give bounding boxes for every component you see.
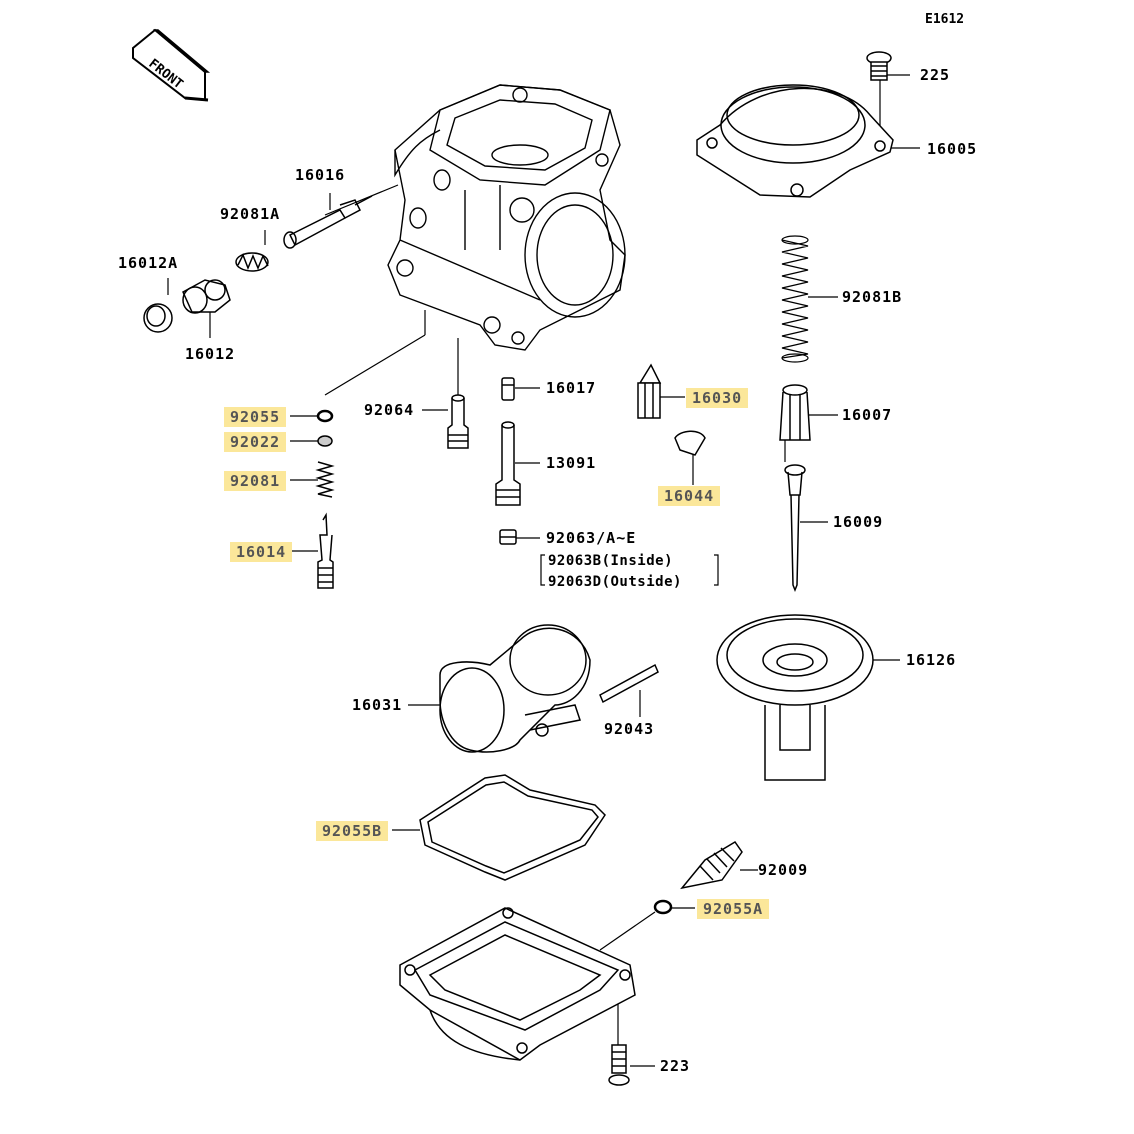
spring-92081-icon (315, 461, 335, 498)
jet-needle-16009-icon (784, 464, 806, 593)
spring-92081b-icon (781, 235, 809, 363)
drain-screw-92009-icon (680, 840, 743, 890)
needle-jet-holder-16017-icon (501, 377, 515, 401)
part-label-92022[interactable]: 92022 (224, 432, 287, 452)
o-ring-92055-icon (316, 409, 334, 423)
screw-225-icon (866, 51, 892, 81)
pin-92043-icon (599, 663, 659, 704)
needle-jet-13091-icon (495, 421, 521, 506)
part-label-16009[interactable]: 16009 (833, 513, 884, 531)
part-label-92063[interactable]: 92063/A~E (546, 529, 637, 547)
clip-16044-icon (674, 430, 706, 456)
front-arrow-icon: FRONT (132, 28, 211, 102)
top-cover-16005-icon (696, 84, 894, 198)
part-label-92055a[interactable]: 92055A (697, 899, 770, 919)
pilot-jet-92064-icon (447, 394, 469, 449)
part-label-92081b[interactable]: 92081B (842, 288, 903, 306)
washer-92022-icon (317, 435, 333, 447)
part-label-92055b[interactable]: 92055B (316, 821, 389, 841)
part-label-92064[interactable]: 92064 (364, 401, 415, 419)
note-outside: 92063D(Outside) (548, 574, 682, 590)
part-label-16126[interactable]: 16126 (906, 651, 957, 669)
part-label-16005[interactable]: 16005 (927, 140, 978, 158)
part-label-225[interactable]: 225 (920, 66, 951, 84)
leader-lines (167, 74, 920, 1067)
note-bracket (540, 554, 719, 586)
float-bowl-icon (399, 907, 636, 1061)
part-label-92055[interactable]: 92055 (224, 407, 287, 427)
float-16031-icon (439, 624, 591, 753)
part-label-16014[interactable]: 16014 (230, 542, 293, 562)
o-ring-92055a-icon (653, 899, 673, 915)
pilot-screw-16016-icon (283, 195, 373, 249)
part-label-92081a[interactable]: 92081A (220, 205, 281, 223)
part-label-16012[interactable]: 16012 (185, 345, 236, 363)
part-label-223[interactable]: 223 (660, 1057, 691, 1075)
part-label-92009[interactable]: 92009 (758, 861, 809, 879)
gasket-92055b-icon (419, 774, 606, 881)
part-label-16017[interactable]: 16017 (546, 379, 597, 397)
air-screw-16014-icon (317, 512, 334, 589)
part-label-13091[interactable]: 13091 (546, 454, 597, 472)
carburetor-body (387, 84, 626, 351)
cap-16012a-icon (143, 303, 173, 333)
main-jet-92063-icon (499, 529, 517, 545)
plug-16012-icon (182, 279, 231, 314)
part-label-16007[interactable]: 16007 (842, 406, 893, 424)
part-label-92043[interactable]: 92043 (604, 720, 655, 738)
part-label-92081[interactable]: 92081 (224, 471, 287, 491)
part-label-16012a[interactable]: 16012A (118, 254, 179, 272)
needle-holder-16007-icon (779, 384, 811, 441)
note-inside: 92063B(Inside) (548, 553, 674, 569)
figure-id: E1612 (925, 12, 965, 27)
part-label-16031[interactable]: 16031 (352, 696, 403, 714)
screw-223-icon (608, 1044, 630, 1086)
diaphragm-16126-icon (716, 614, 874, 781)
float-valve-16030-icon (637, 363, 662, 419)
part-label-16016[interactable]: 16016 (295, 166, 346, 184)
part-label-16030[interactable]: 16030 (686, 388, 749, 408)
spring-92081a-icon (235, 252, 269, 272)
part-label-16044[interactable]: 16044 (658, 486, 721, 506)
